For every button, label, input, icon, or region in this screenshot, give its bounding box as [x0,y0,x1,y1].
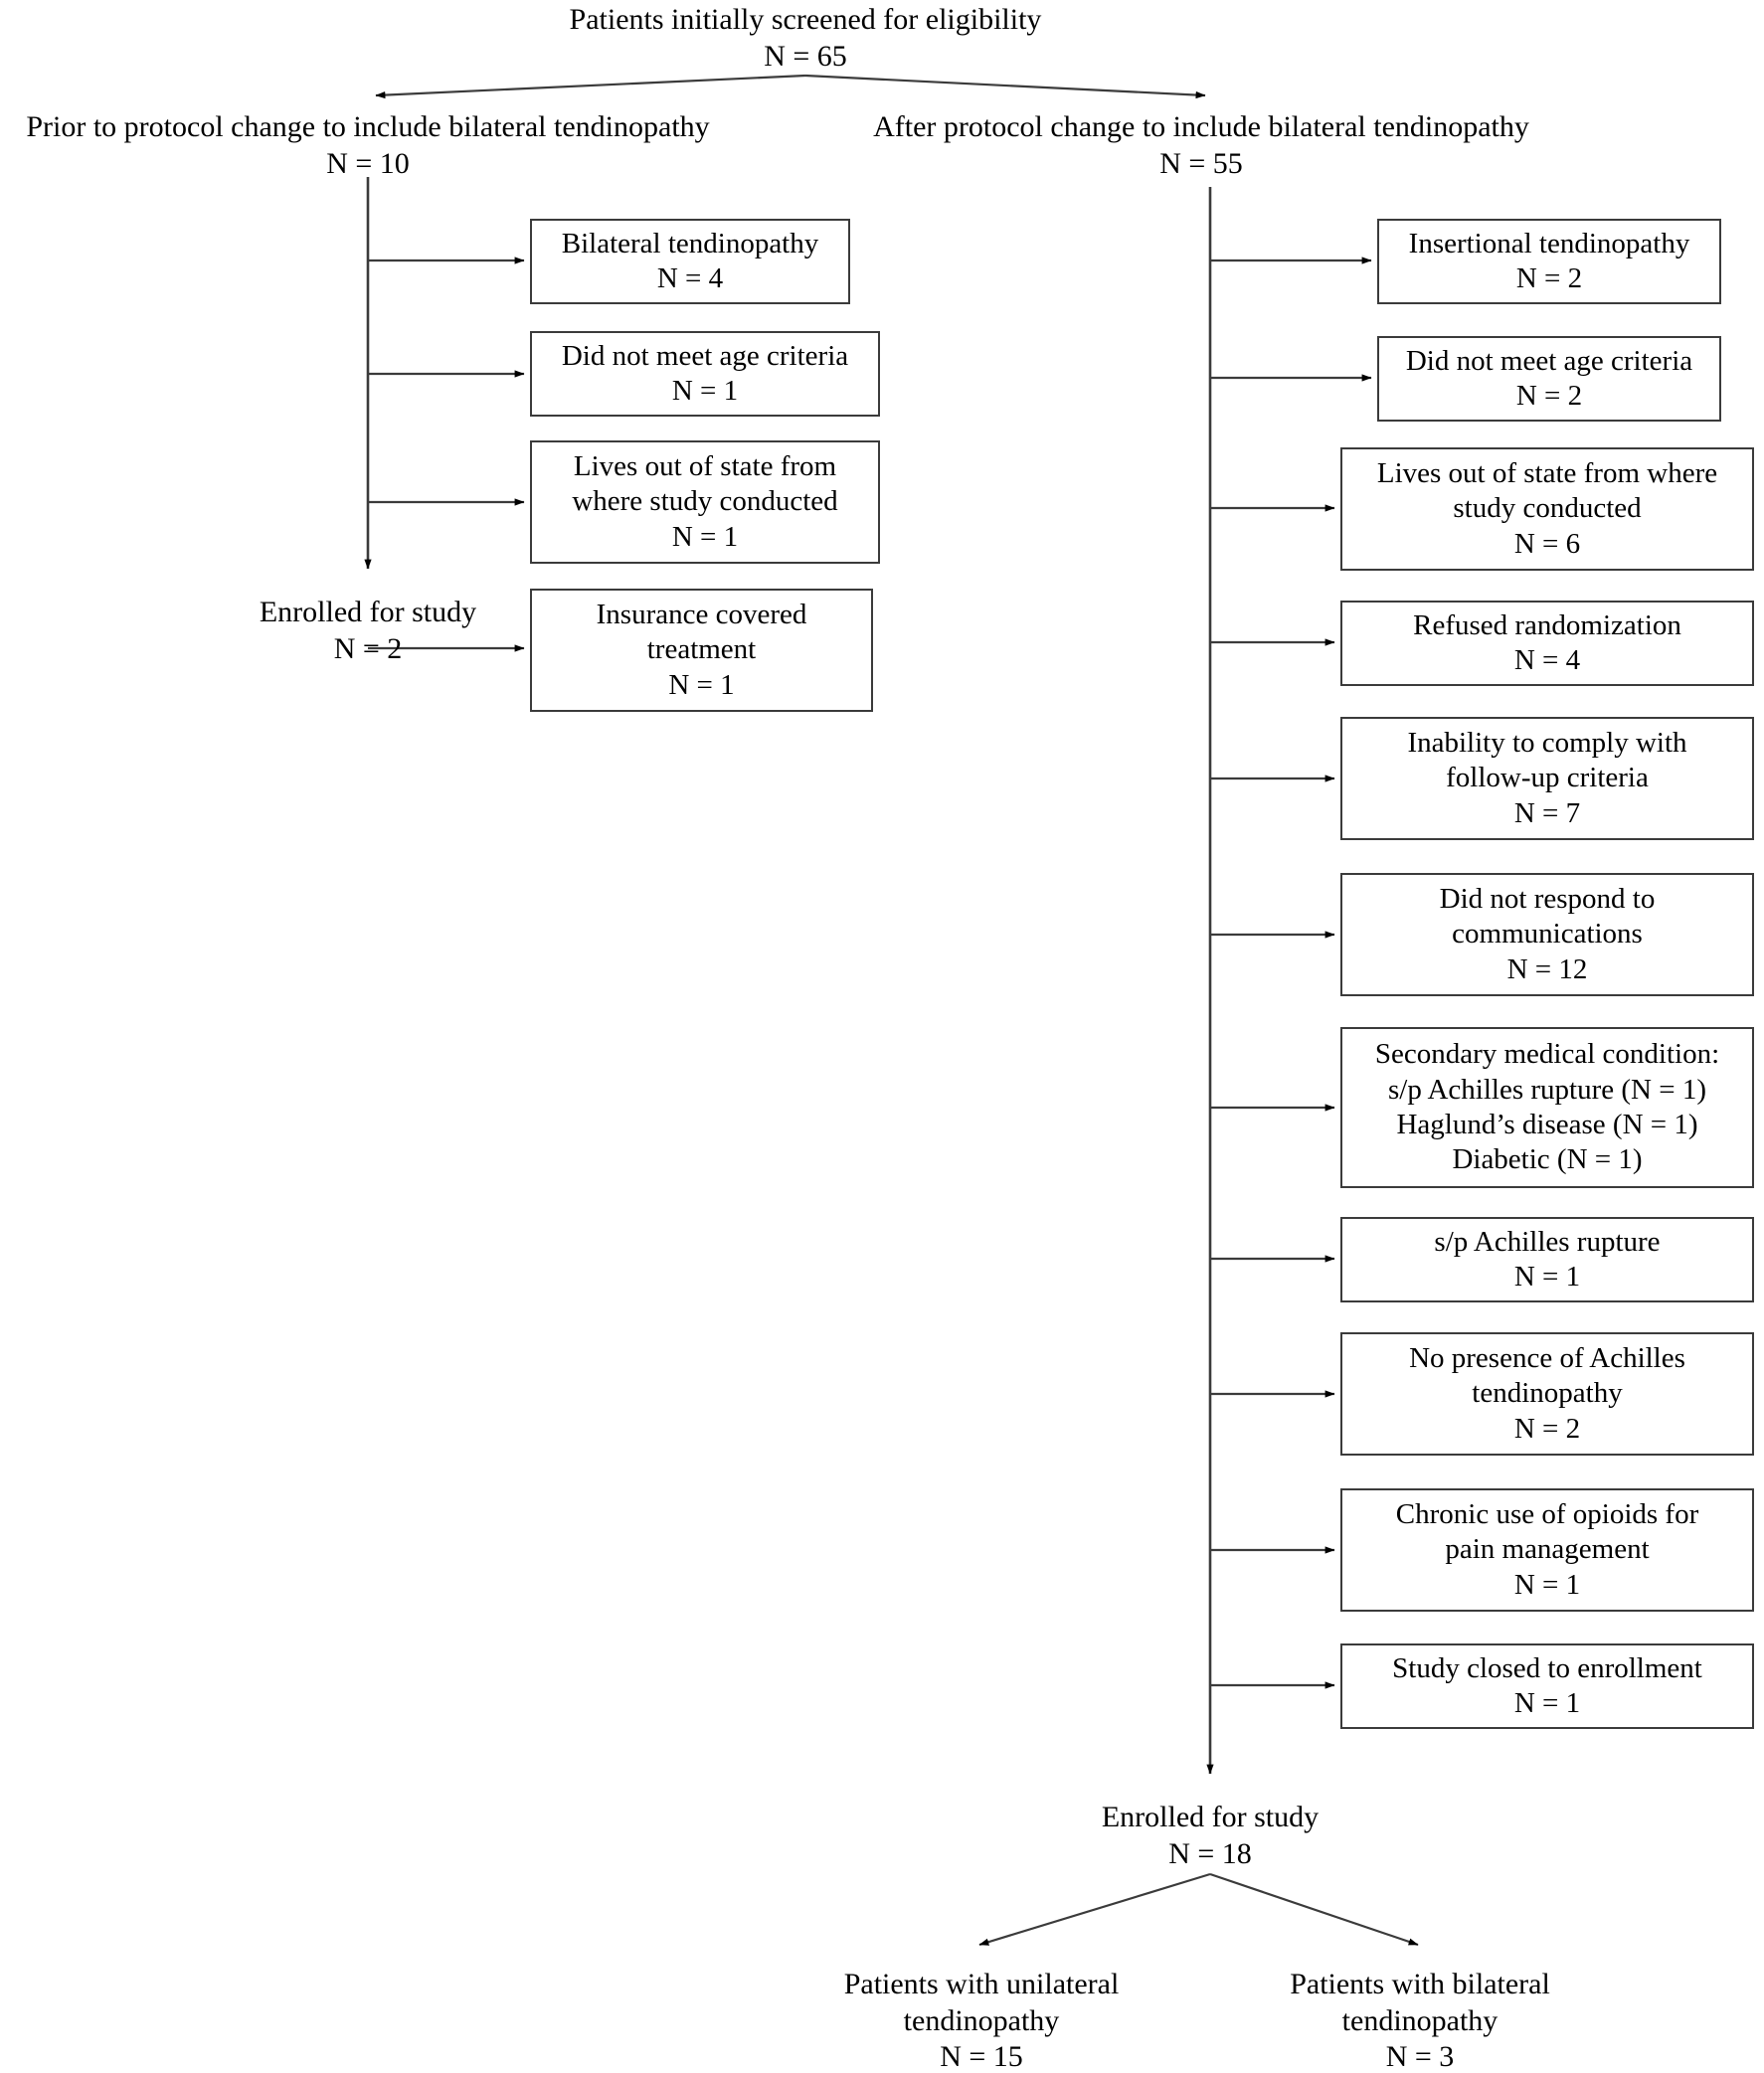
edge-root-to-right [804,74,1206,99]
node-left-branch: Prior to protocol change to include bila… [26,110,710,180]
exclusion-box-right-no-response: Did not respond to communications N = 12 [1340,873,1754,996]
exclusion-box-right-secondary-medical-condition: Secondary medical condition: s/p Achille… [1340,1027,1754,1188]
node-right-enrolled: Enrolled for study N = 18 [1101,1801,1320,1870]
node-unilateral-outcome: Patients with unilateral tendinopathy N … [843,1968,1120,2073]
exclusion-box-right-follow-up-compliance: Inability to comply with follow-up crite… [1340,717,1754,840]
exclusion-box-right-refused-randomization: Refused randomization N = 4 [1340,601,1754,686]
node-right-branch: After protocol change to include bilater… [873,110,1529,180]
exclusion-box-right-chronic-opioids: Chronic use of opioids for pain manageme… [1340,1488,1754,1612]
edge-enrolled-to-unilateral [978,1872,1211,1947]
edge-enrolled-to-bilateral [1209,1872,1419,1947]
node-root: Patients initially screened for eligibil… [569,3,1042,73]
exclusion-box-right-achilles-rupture: s/p Achilles rupture N = 1 [1340,1217,1754,1302]
node-left-enrolled: Enrolled for study N = 2 [259,596,477,665]
exclusion-box-right-insertional-tendinopathy: Insertional tendinopathy N = 2 [1377,219,1721,304]
exclusion-box-left-age-criteria: Did not meet age criteria N = 1 [530,331,880,417]
exclusion-box-right-age-criteria: Did not meet age criteria N = 2 [1377,336,1721,422]
node-bilateral-outcome: Patients with bilateral tendinopathy N =… [1290,1968,1550,2073]
edge-left-branch-arrows [368,257,525,652]
exclusion-box-left-bilateral-tendinopathy: Bilateral tendinopathy N = 4 [530,219,850,304]
exclusion-box-right-study-closed: Study closed to enrollment N = 1 [1340,1643,1754,1729]
exclusion-box-right-no-achilles-tendinopathy: No presence of Achilles tendinopathy N =… [1340,1332,1754,1456]
exclusion-box-left-out-of-state: Lives out of state from where study cond… [530,440,880,564]
edge-root-to-left [375,74,806,99]
exclusion-box-left-insurance-covered: Insurance covered treatment N = 1 [530,589,873,712]
exclusion-box-right-out-of-state: Lives out of state from where study cond… [1340,447,1754,571]
